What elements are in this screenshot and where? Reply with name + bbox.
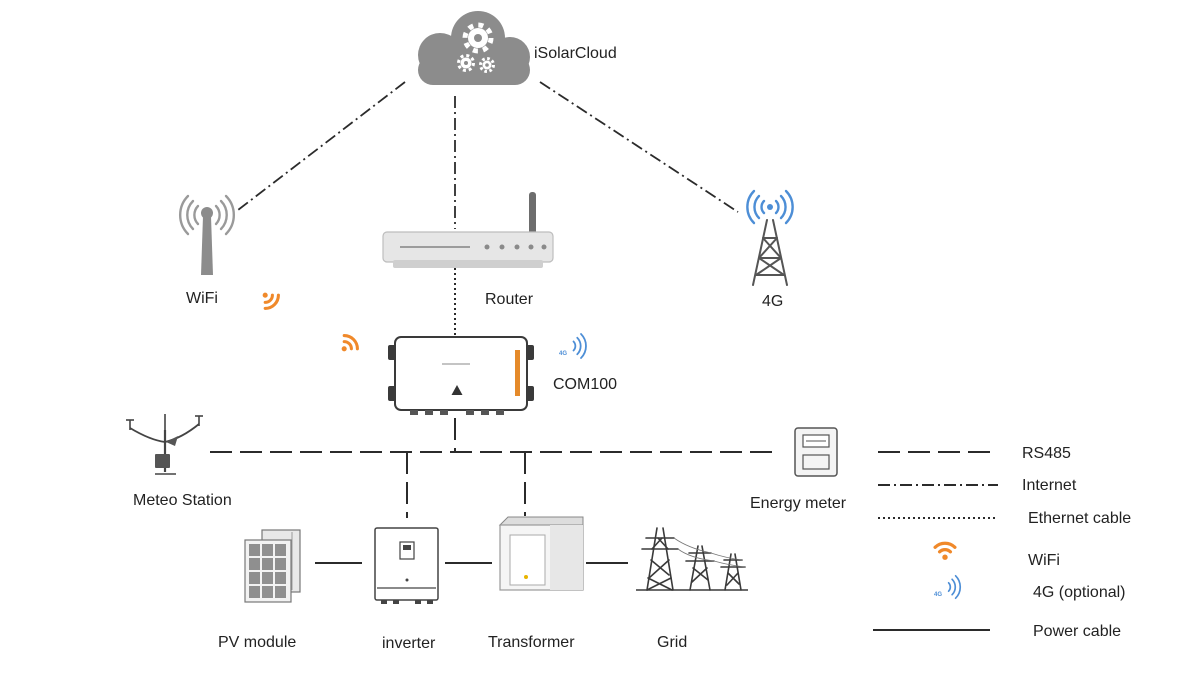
legend-label: Ethernet cable [1028,510,1131,527]
wifi-icon [262,292,280,310]
legend-item-wifi: WiFi [933,541,1060,569]
gear-icon [457,54,475,72]
legend-item-ethernet: Ethernet cable [878,510,1131,527]
wifi-icon [341,334,359,352]
power-pylon-icon [636,527,748,591]
legend-label: 4G (optional) [1033,584,1126,601]
pv-module-label: PV module [218,634,296,651]
warning-icon [451,385,463,395]
antenna-icon [178,194,236,275]
legend-label: RS485 [1022,445,1071,462]
4g-signal-icon: 4G [559,333,587,359]
transformer-label: Transformer [488,634,575,651]
legend-item-rs485: RS485 [878,445,1071,462]
wifi-icon [933,541,957,560]
inverter-label: inverter [382,635,436,652]
legend-item-4g: 4G 4G (optional) [934,574,1126,601]
legend-item-power-cable: Power cable [873,623,1121,640]
4g-badge-text: 4G [559,351,567,357]
solar-panel-icon [244,529,301,603]
cell-tower-icon [746,189,794,286]
internet-link-4g [539,81,739,213]
gear-icon [479,57,495,73]
4g-signal-icon: 4G [934,574,962,600]
router-icon [382,192,554,268]
gear-icon [462,22,494,54]
com100-device-icon [388,336,534,415]
wifi-label: WiFi [186,290,218,307]
router-label: Router [485,291,534,308]
4g-label: 4G [762,293,783,310]
cloud-label: iSolarCloud [534,45,617,62]
grid-label: Grid [657,634,687,651]
cloud-gear-icon [418,11,530,85]
transformer-icon [498,516,584,591]
meteo-label: Meteo Station [133,492,232,509]
legend-label: WiFi [1028,552,1060,569]
legend: RS485 Internet Ethernet cable WiFi [873,445,1131,640]
legend-label: Power cable [1033,623,1121,640]
weather-station-icon [126,414,203,475]
4g-badge-text: 4G [934,592,942,598]
energy-meter-icon [794,427,838,477]
inverter-icon [374,527,439,604]
legend-label: Internet [1022,477,1077,494]
legend-item-internet: Internet [878,477,1077,494]
internet-link-wifi [237,81,406,211]
rs485-bus [210,418,780,518]
com100-label: COM100 [553,376,617,393]
energy-meter-label: Energy meter [750,495,847,512]
internet-links [237,81,739,229]
